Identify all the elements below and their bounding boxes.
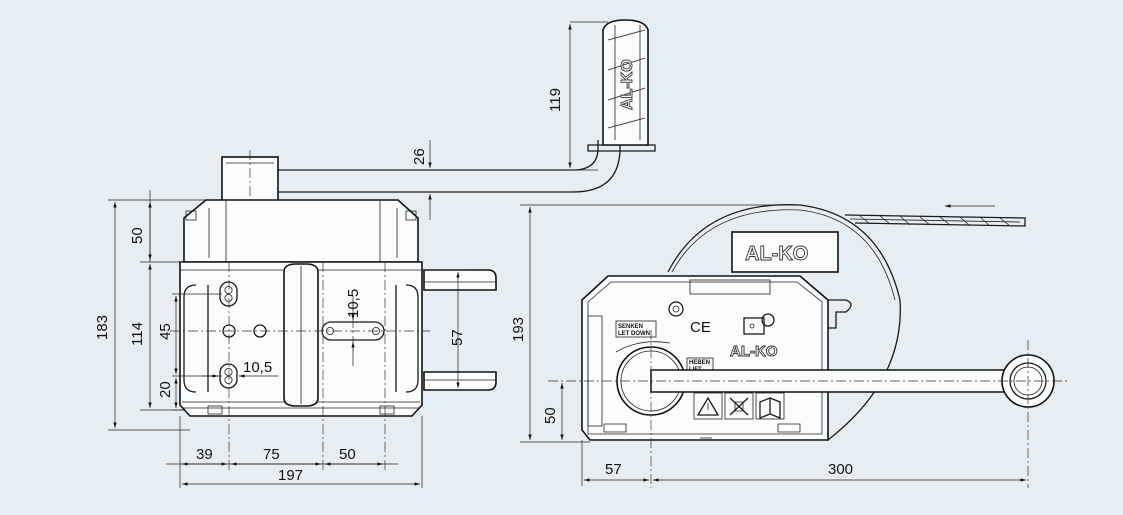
- no-hand-icon: [729, 397, 749, 416]
- dim-114: 114: [129, 322, 146, 346]
- side-view: AL-KO CE SENKEN LET DOWN AL-KO HEBEN LIF…: [548, 204, 1070, 488]
- dim-26: 26: [411, 148, 428, 165]
- dim-75: 75: [263, 446, 280, 463]
- manual-book-icon: [759, 397, 781, 419]
- side-logo: AL-KO: [745, 243, 808, 265]
- dim-50-side: 50: [542, 407, 559, 424]
- front-housing-top: [183, 199, 419, 263]
- dim-300: 300: [828, 461, 853, 478]
- logo-plate: [731, 231, 839, 273]
- warning-icon: [696, 396, 720, 416]
- front-dimensions: 119 26 183 50 114 45 20 10,5: [94, 21, 608, 488]
- grip-logo: AL-KO: [619, 59, 636, 110]
- right-flange: [423, 269, 497, 391]
- dim-10-5-top: 10,5: [345, 289, 362, 318]
- dim-197: 197: [278, 467, 303, 484]
- dim-20: 20: [157, 381, 174, 398]
- warning-icons-panel: [693, 392, 785, 420]
- label-heben: HEBEN: [689, 360, 710, 366]
- label-senken: SENKEN: [618, 324, 643, 330]
- dim-50-bottom: 50: [339, 446, 356, 463]
- dim-10-5-bottom: 10,5: [243, 359, 272, 376]
- ce-mark: CE: [690, 319, 711, 336]
- dim-45: 45: [157, 323, 174, 340]
- side-logo-small: AL-KO: [730, 343, 778, 360]
- side-dimensions: 193 50 57 300: [510, 204, 1026, 486]
- lower-direction-arc: [615, 341, 671, 353]
- crank-grip: [602, 19, 649, 146]
- dim-119: 119: [547, 88, 564, 112]
- lower-label-plate: [615, 320, 657, 338]
- dim-50-top: 50: [129, 227, 146, 244]
- hook: [828, 299, 852, 329]
- label-let-down: LET DOWN: [618, 331, 650, 337]
- dim-57-side: 57: [605, 461, 622, 478]
- lock-icon: [743, 317, 765, 335]
- dim-39: 39: [196, 446, 213, 463]
- dim-57-flange: 57: [449, 329, 466, 346]
- strap: [844, 214, 1026, 227]
- dim-183: 183: [94, 315, 111, 340]
- dim-193: 193: [510, 317, 527, 342]
- crank-arm-front: AL-KO: [278, 19, 656, 193]
